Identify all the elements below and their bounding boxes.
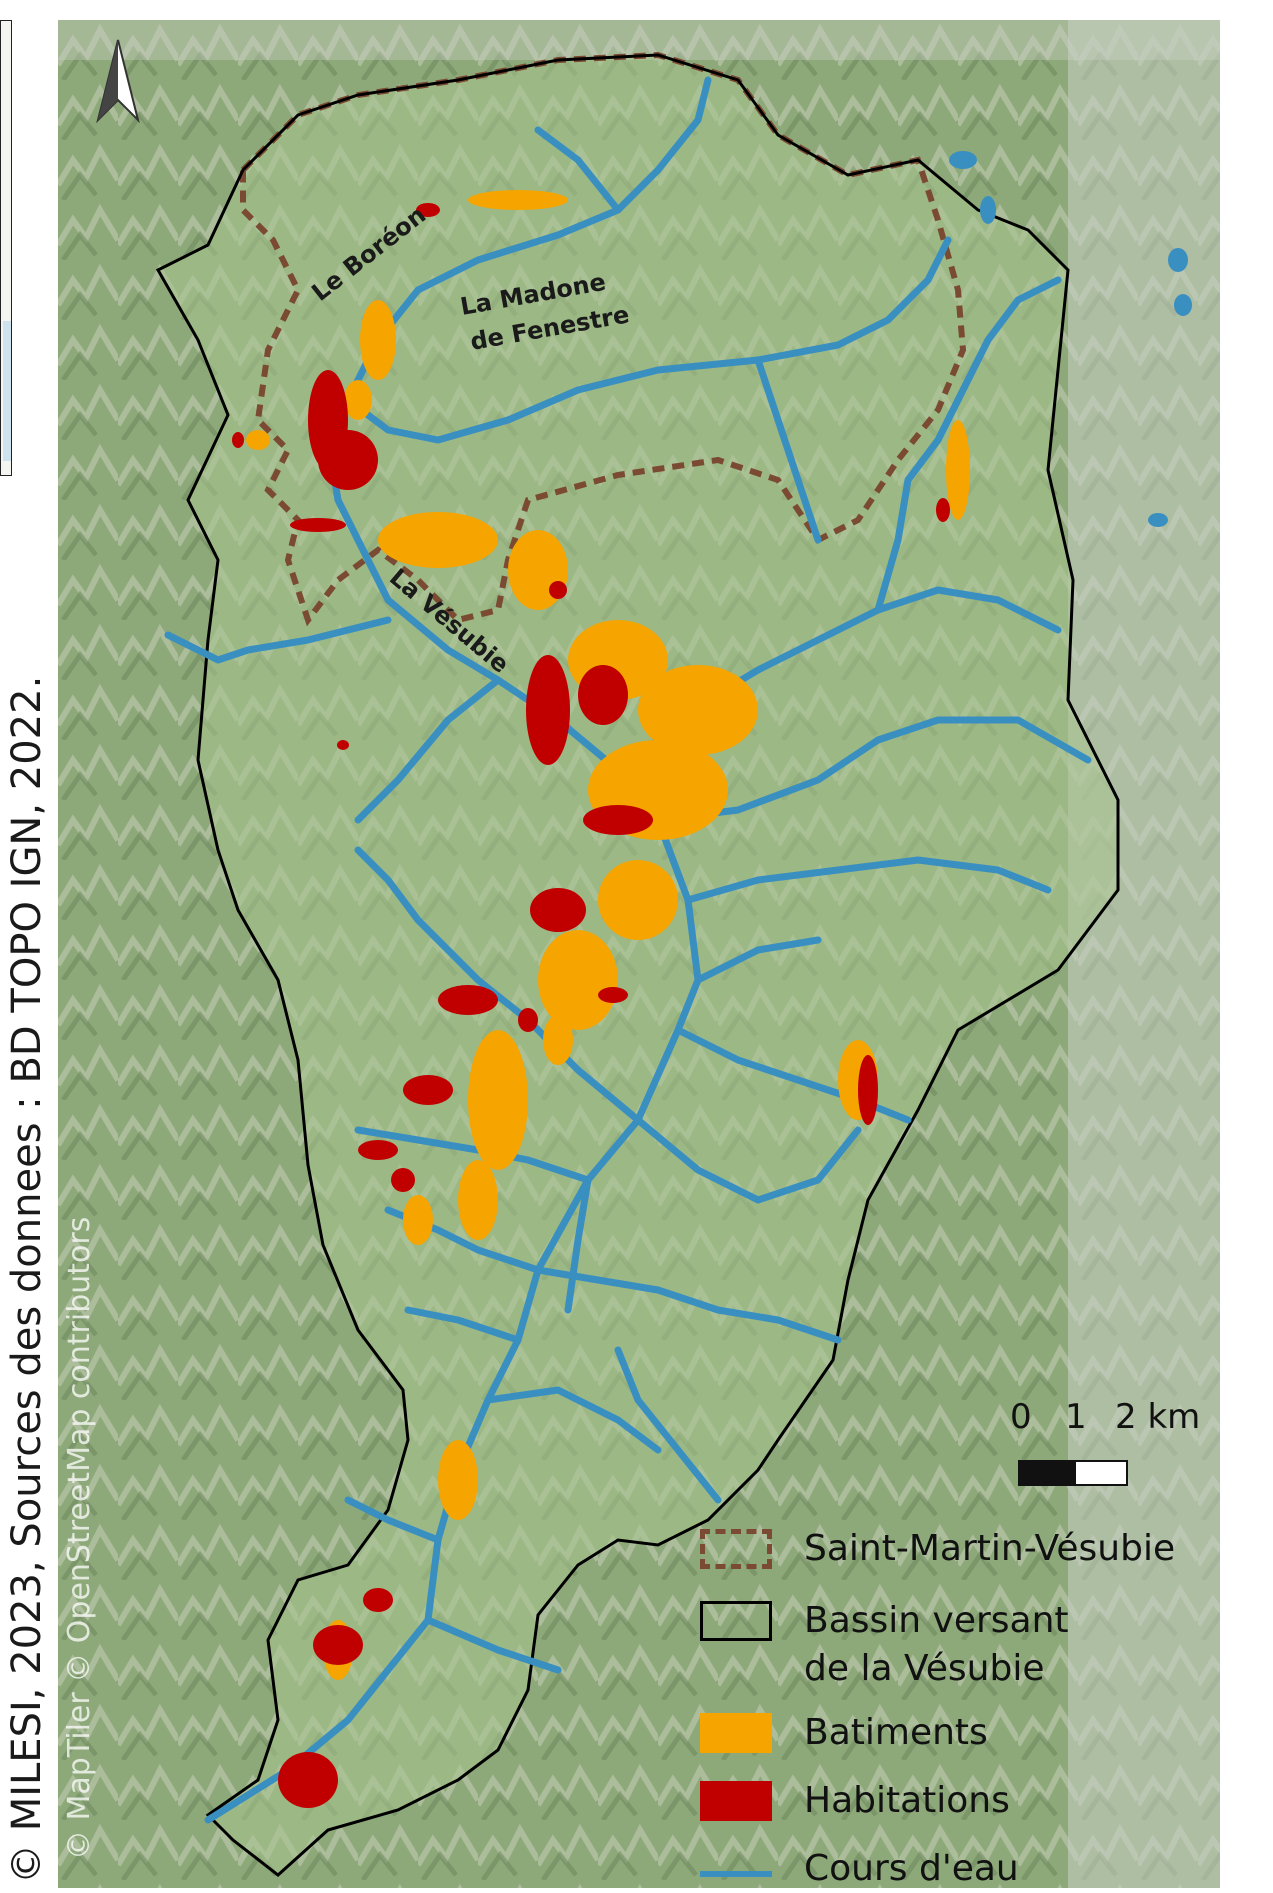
inset-locator-map — [0, 20, 12, 476]
legend-label-basin-1: Bassin versant — [804, 1600, 1069, 1641]
scale-tick-2: 2 km — [1115, 1397, 1201, 1437]
legend-item-buildings: Batiments — [700, 1709, 988, 1757]
legend-label-commune: Saint-Martin-Vésubie — [804, 1528, 1176, 1569]
legend-symbol-rivers — [700, 1871, 772, 1877]
legend-label-habitations: Habitations — [804, 1780, 1010, 1821]
scale-tick-1: 1 — [1065, 1397, 1087, 1437]
legend-item-habitations: Habitations — [700, 1777, 1010, 1825]
legend-symbol-habitations — [700, 1781, 772, 1821]
lakes — [949, 151, 1192, 527]
legend-symbol-dashed — [700, 1529, 772, 1569]
legend-item-basin: Bassin versant de la Vésubie — [700, 1597, 1069, 1693]
north-arrow-icon — [96, 39, 140, 124]
basin-boundary — [155, 53, 1120, 1877]
legend-symbol-outline — [700, 1601, 772, 1641]
legend-symbol-buildings — [700, 1713, 772, 1753]
map-canvas[interactable]: Le Boréon La Madone de Fenestre La Vésub… — [58, 20, 1220, 1888]
legend-item-rivers: Cours d'eau — [700, 1845, 1019, 1893]
basin-area — [158, 55, 1118, 1875]
legend-label-basin-2: de la Vésubie — [804, 1648, 1045, 1689]
habitations-layer — [232, 203, 950, 1808]
scale-tick-0: 0 — [1010, 1397, 1032, 1437]
legend-label-rivers: Cours d'eau — [804, 1848, 1019, 1889]
scale-bar-white — [1074, 1460, 1128, 1486]
commune-boundary — [240, 51, 967, 627]
map-attribution: © MapTiler © OpenStreetMap contributors — [62, 1216, 97, 1860]
scale-bar-black — [1018, 1460, 1076, 1486]
map-svg: Le Boréon La Madone de Fenestre La Vésub… — [58, 20, 1220, 1888]
legend-label-buildings: Batiments — [804, 1712, 988, 1753]
legend-item-commune: Saint-Martin-Vésubie — [700, 1525, 1175, 1573]
rivers — [164, 76, 1092, 1824]
